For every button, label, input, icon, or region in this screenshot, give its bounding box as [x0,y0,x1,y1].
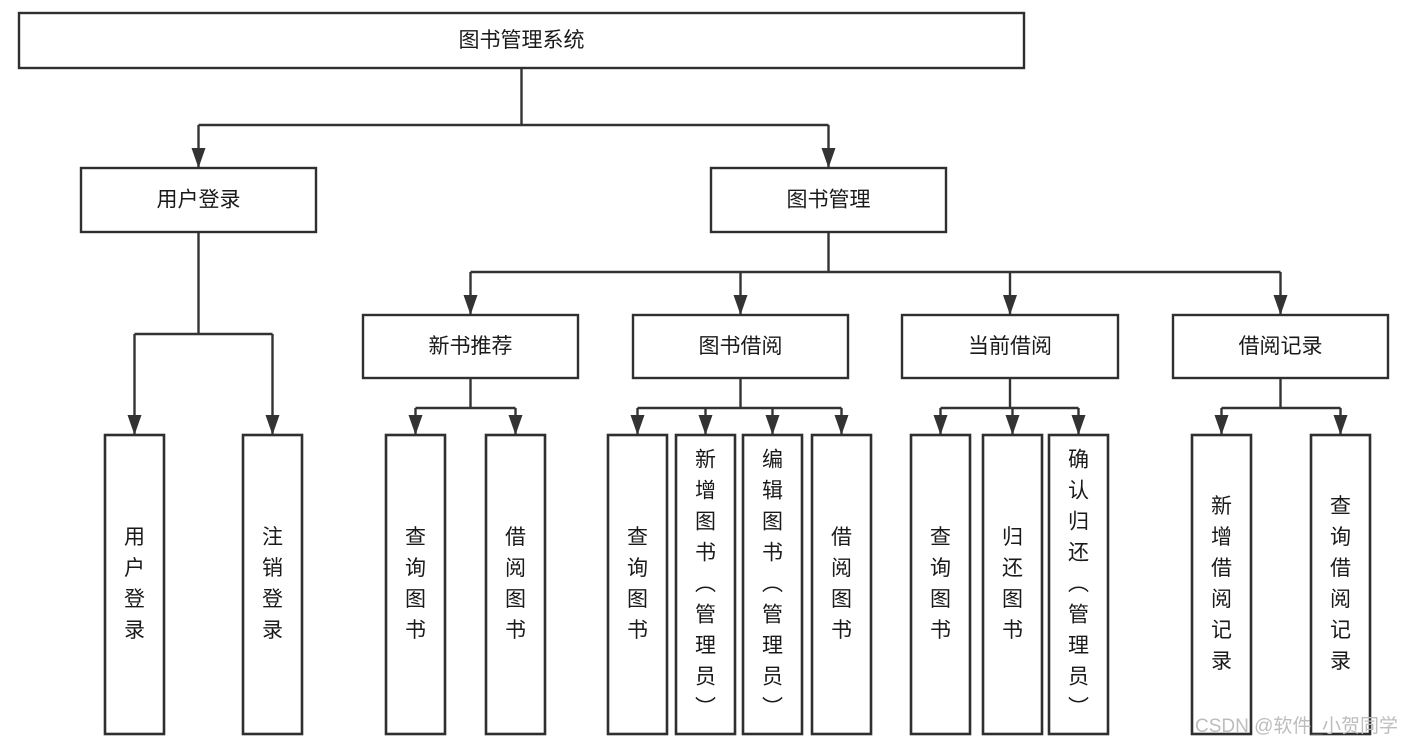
node-box[interactable] [103,433,166,736]
arrow-head-icon [1273,295,1288,315]
node-编辑图书管理员[interactable]: 编辑图书︵管理员︶ [741,433,804,736]
arrow-head-icon [127,415,142,435]
arrow-head-icon [733,295,748,315]
node-box[interactable] [484,433,547,736]
node-图书管理系统[interactable]: 图书管理系统 [17,11,1026,70]
node-box[interactable] [810,433,873,736]
node-label: 确认归还︵管理员︶ [1068,448,1089,719]
node-label: 查询图书 [930,526,951,642]
node-box[interactable] [709,166,948,234]
node-label: 归还图书 [1002,526,1023,642]
node-box[interactable] [1047,433,1110,736]
node-归还图书[interactable]: 归还图书 [981,433,1044,736]
node-box[interactable] [1171,313,1390,380]
arrow-head-icon [698,415,713,435]
node-label: 图书借阅 [699,335,783,358]
connector-group-新书推荐 [408,378,523,435]
csdn-watermark: CSDN @软件_小贺同学 [1195,715,1398,737]
node-label: 新增借阅记录 [1211,495,1232,673]
node-新增借阅记录[interactable]: 新增借阅记录 [1190,433,1253,736]
node-box[interactable] [674,433,737,736]
connector-group-图书借阅 [630,378,849,435]
arrow-head-icon [191,148,206,168]
arrow-head-icon [1071,415,1086,435]
node-label: 查询图书 [627,526,648,642]
arrow-head-icon [630,415,645,435]
node-label: 新书推荐 [429,335,513,358]
node-当前借阅[interactable]: 当前借阅 [900,313,1120,380]
node-label: 编辑图书︵管理员︶ [762,448,783,719]
node-box[interactable] [17,11,1026,70]
node-label: 图书管理 [787,189,871,212]
node-查询图书[interactable]: 查询图书 [384,433,447,736]
node-box[interactable] [631,313,850,380]
arrow-head-icon [1005,415,1020,435]
node-box[interactable] [1309,433,1372,736]
arrow-head-icon [834,415,849,435]
connector-group-借阅记录 [1214,378,1348,435]
arrow-head-icon [408,415,423,435]
arrow-head-icon [463,295,478,315]
node-借阅图书[interactable]: 借阅图书 [484,433,547,736]
connector-group-图书管理系统 [191,68,836,168]
node-label: 借阅图书 [505,526,526,642]
arrow-head-icon [1333,415,1348,435]
node-用户登录[interactable]: 用户登录 [103,433,166,736]
node-查询图书[interactable]: 查询图书 [606,433,669,736]
node-借阅图书[interactable]: 借阅图书 [810,433,873,736]
node-注销登录[interactable]: 注销登录 [241,433,304,736]
node-label: 新增图书︵管理员︶ [695,448,716,719]
connector-layer [127,68,1348,435]
node-label: 注销登录 [262,526,283,642]
node-box[interactable] [606,433,669,736]
node-label: 借阅图书 [831,526,852,642]
arrow-head-icon [508,415,523,435]
connector-group-当前借阅 [933,378,1086,435]
node-新书推荐[interactable]: 新书推荐 [361,313,580,380]
arrow-head-icon [1214,415,1229,435]
node-box[interactable] [900,313,1120,380]
node-查询图书[interactable]: 查询图书 [909,433,972,736]
node-box[interactable] [79,166,318,234]
node-layer: 图书管理系统用户登录图书管理新书推荐图书借阅当前借阅借阅记录用户登录注销登录查询… [17,11,1390,736]
node-新增图书管理员[interactable]: 新增图书︵管理员︶ [674,433,737,736]
arrow-head-icon [265,415,280,435]
connector-group-图书管理 [463,232,1288,315]
node-box[interactable] [1190,433,1253,736]
node-box[interactable] [909,433,972,736]
node-用户登录[interactable]: 用户登录 [79,166,318,234]
node-确认归还管理员[interactable]: 确认归还︵管理员︶ [1047,433,1110,736]
node-box[interactable] [241,433,304,736]
node-label: 查询图书 [405,526,426,642]
node-box[interactable] [384,433,447,736]
node-label: 图书管理系统 [459,29,585,52]
node-查询借阅记录[interactable]: 查询借阅记录 [1309,433,1372,736]
node-图书借阅[interactable]: 图书借阅 [631,313,850,380]
arrow-head-icon [933,415,948,435]
arrow-head-icon [821,148,836,168]
node-借阅记录[interactable]: 借阅记录 [1171,313,1390,380]
node-box[interactable] [981,433,1044,736]
node-label: 用户登录 [124,526,145,642]
node-label: 当前借阅 [968,335,1052,358]
connector-group-用户登录 [127,232,280,435]
node-box[interactable] [361,313,580,380]
node-label: 查询借阅记录 [1330,495,1351,673]
node-label: 借阅记录 [1239,335,1323,358]
node-box[interactable] [741,433,804,736]
arrow-head-icon [1003,295,1017,315]
node-图书管理[interactable]: 图书管理 [709,166,948,234]
node-label: 用户登录 [157,189,241,212]
arrow-head-icon [765,415,780,435]
